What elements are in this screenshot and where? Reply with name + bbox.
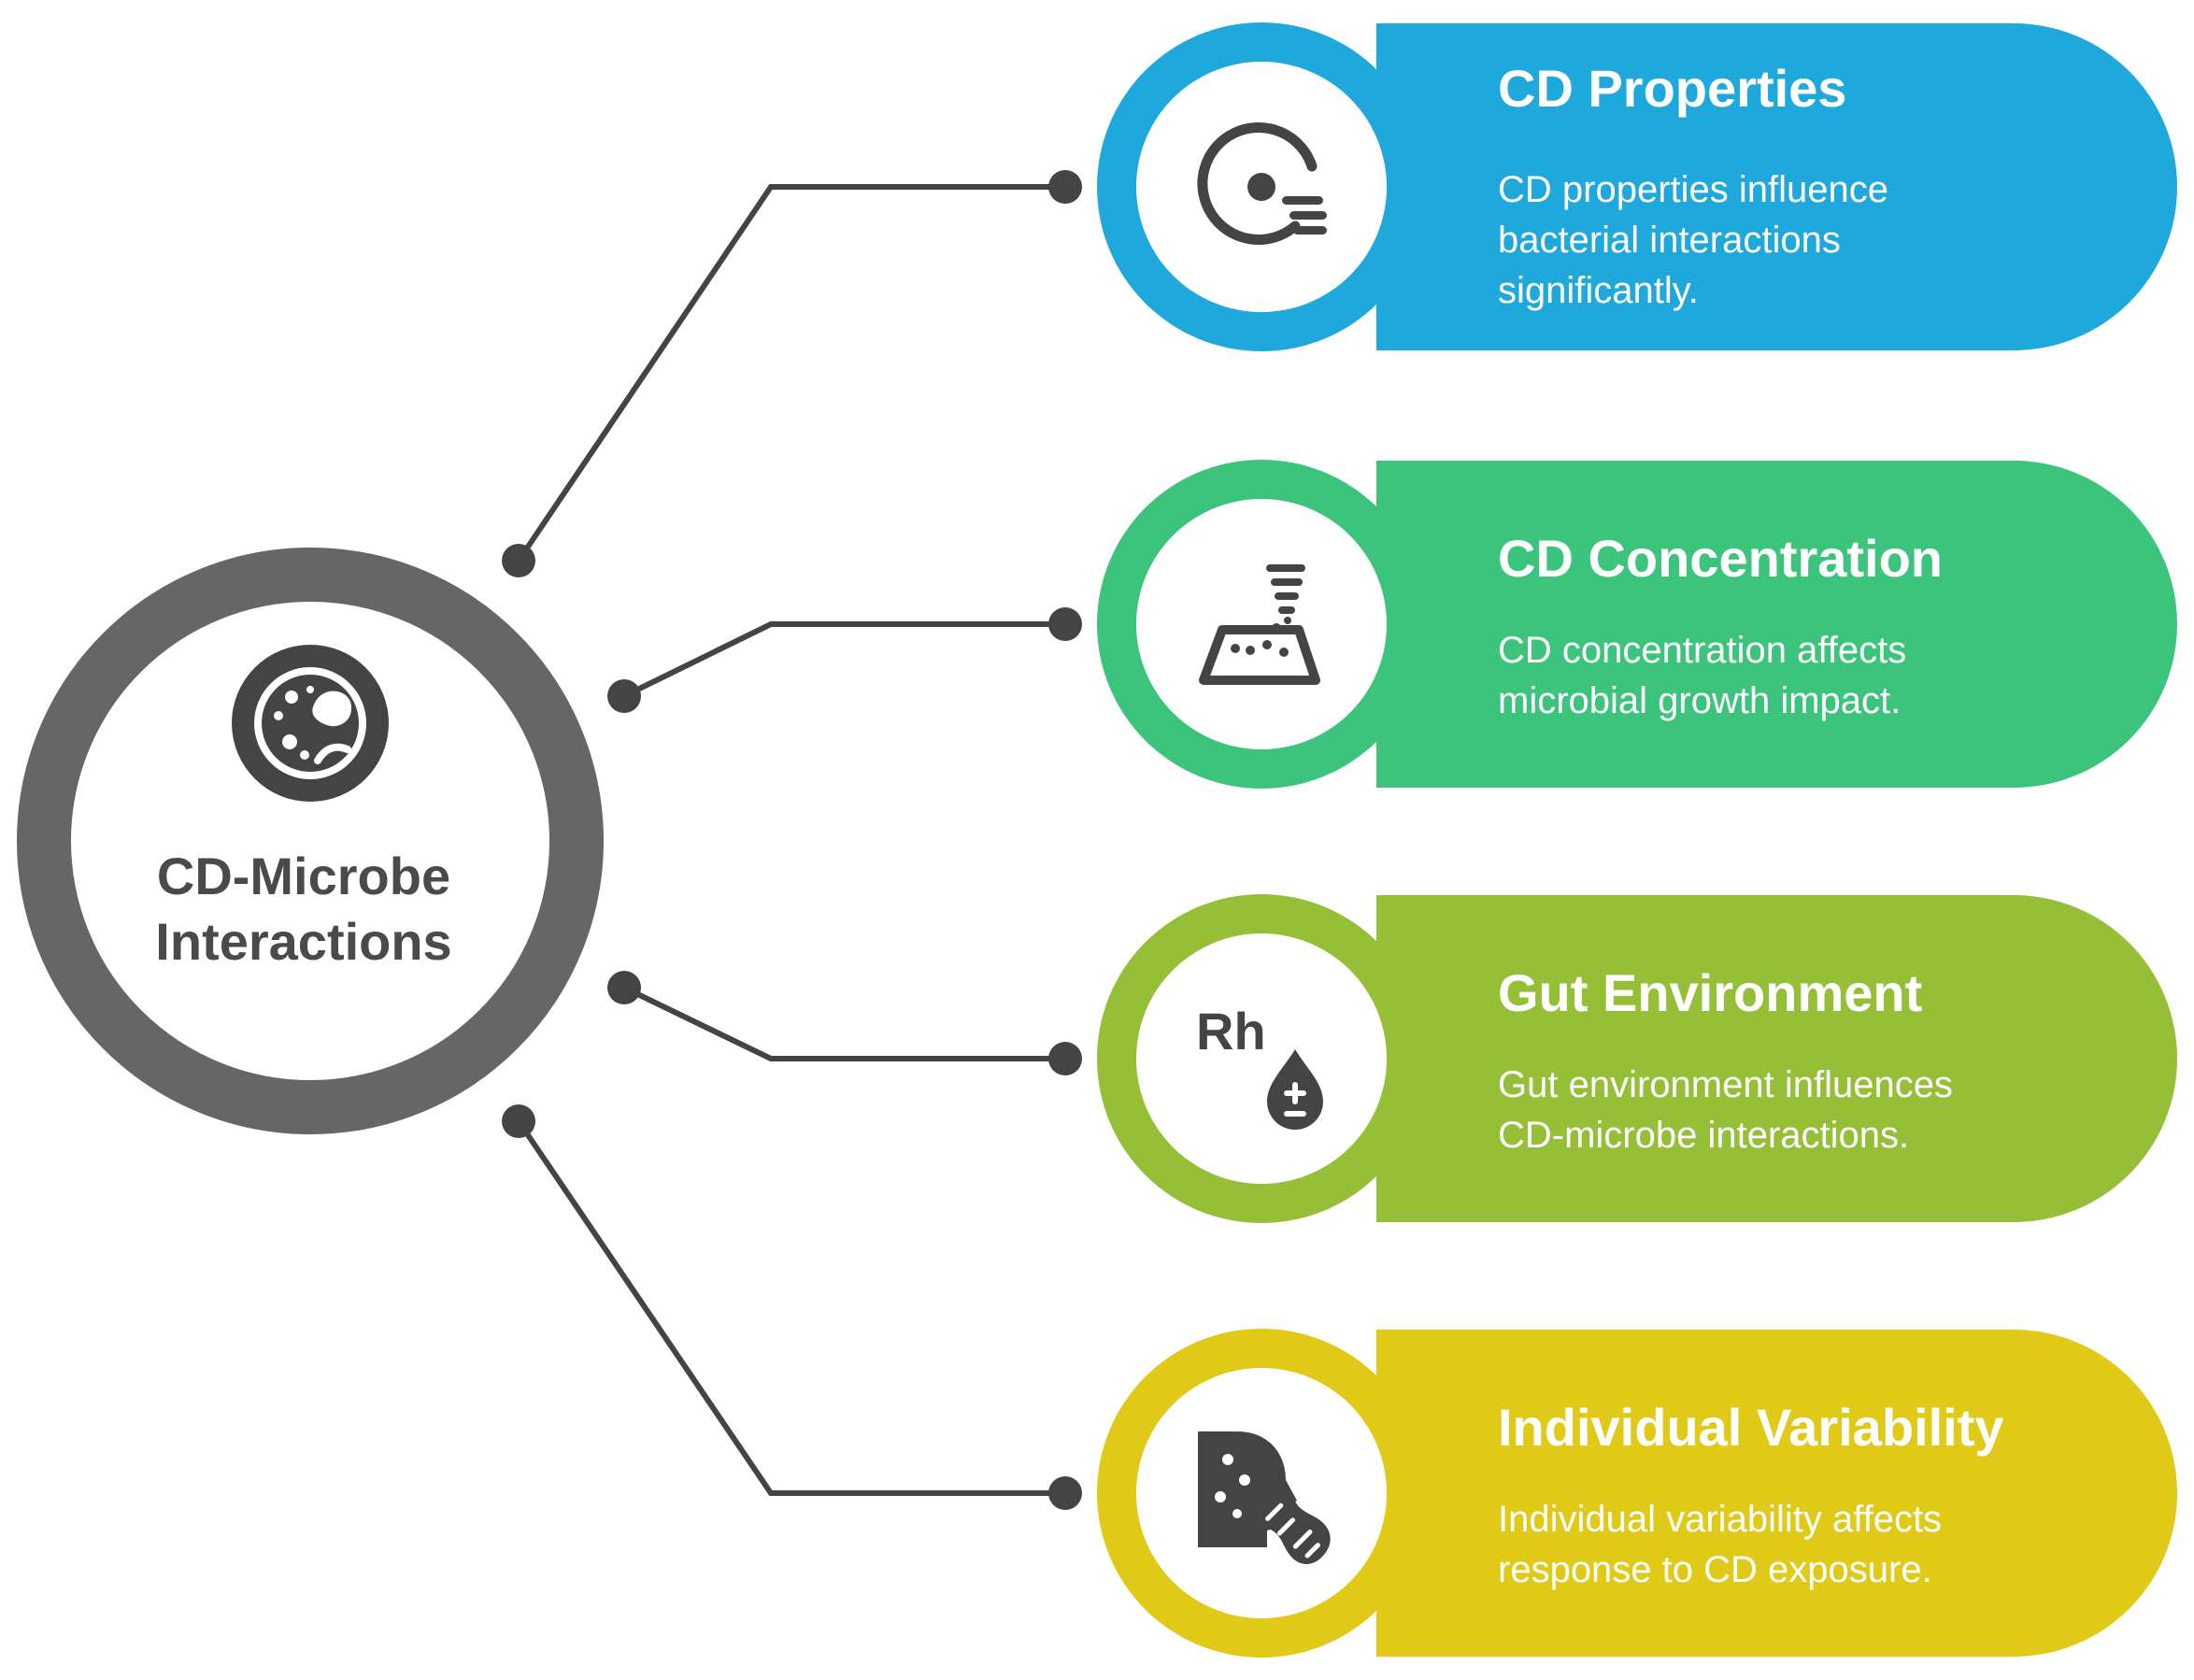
concentration-funnel-icon	[1199, 564, 1320, 685]
card-individual-variability: Individual Variability Individual variab…	[1097, 1329, 2177, 1658]
disc-properties-icon	[1197, 121, 1327, 245]
card-pill	[1376, 1330, 2177, 1657]
card-gut-environment: Rh Gut Environment Gut environment influ…	[1097, 894, 2177, 1223]
head-peanut-icon	[1198, 1431, 1331, 1564]
svg-text:Rh: Rh	[1196, 1002, 1266, 1061]
card-pill	[1376, 461, 2177, 788]
connector-2-start-dot	[607, 679, 641, 713]
connector-4	[516, 1119, 1065, 1496]
hub-title-line-1: CD-Microbe	[157, 847, 450, 905]
card-description-line-2: bacterial interactions	[1498, 220, 1841, 261]
card-title: Individual Variability	[1498, 1398, 2004, 1457]
card-ring-inner	[1136, 933, 1387, 1184]
card-description-line-1: Individual variability affects	[1498, 1499, 1942, 1540]
card-description-line-3: significantly.	[1498, 270, 1699, 311]
connector-1-end-dot	[1048, 170, 1082, 204]
connector-3-start-dot	[607, 971, 641, 1004]
card-cd-concentration: CD Concentration CD concentration affect…	[1097, 460, 2177, 789]
card-title: CD Concentration	[1498, 529, 1943, 588]
hub-title-line-2: Interactions	[155, 912, 451, 971]
connector-3-end-dot	[1048, 1042, 1082, 1075]
card-title: Gut Environment	[1498, 963, 1922, 1022]
card-title: CD Properties	[1498, 59, 1846, 118]
connector-2-end-dot	[1048, 607, 1082, 641]
hub-node: CD-Microbe Interactions	[17, 548, 604, 1134]
card-description-line-2: response to CD exposure.	[1498, 1549, 1932, 1590]
connector-1	[516, 184, 1065, 562]
connector-1-start-dot	[502, 544, 535, 577]
card-description-line-1: CD properties influence	[1498, 169, 1888, 210]
connector-4-start-dot	[502, 1104, 535, 1138]
card-description-line-2: CD-microbe interactions.	[1498, 1115, 1909, 1156]
card-description-line-1: CD concentration affects	[1498, 630, 1906, 671]
rh-drop-icon: Rh	[1196, 1002, 1323, 1130]
microbe-cell-icon	[232, 645, 389, 802]
connector-2	[622, 621, 1065, 699]
connector-4-end-dot	[1048, 1476, 1082, 1510]
connectors	[502, 170, 1082, 1510]
hub-ring	[17, 548, 604, 1134]
card-ring-inner	[1136, 499, 1387, 749]
card-description-line-2: microbial growth impact.	[1498, 680, 1901, 721]
card-description-line-1: Gut environment influences	[1498, 1064, 1953, 1105]
card-cd-properties: CD Properties CD properties influence ba…	[1097, 22, 2177, 351]
card-pill	[1376, 895, 2177, 1222]
connector-3	[622, 985, 1065, 1061]
card-pill	[1376, 23, 2177, 350]
